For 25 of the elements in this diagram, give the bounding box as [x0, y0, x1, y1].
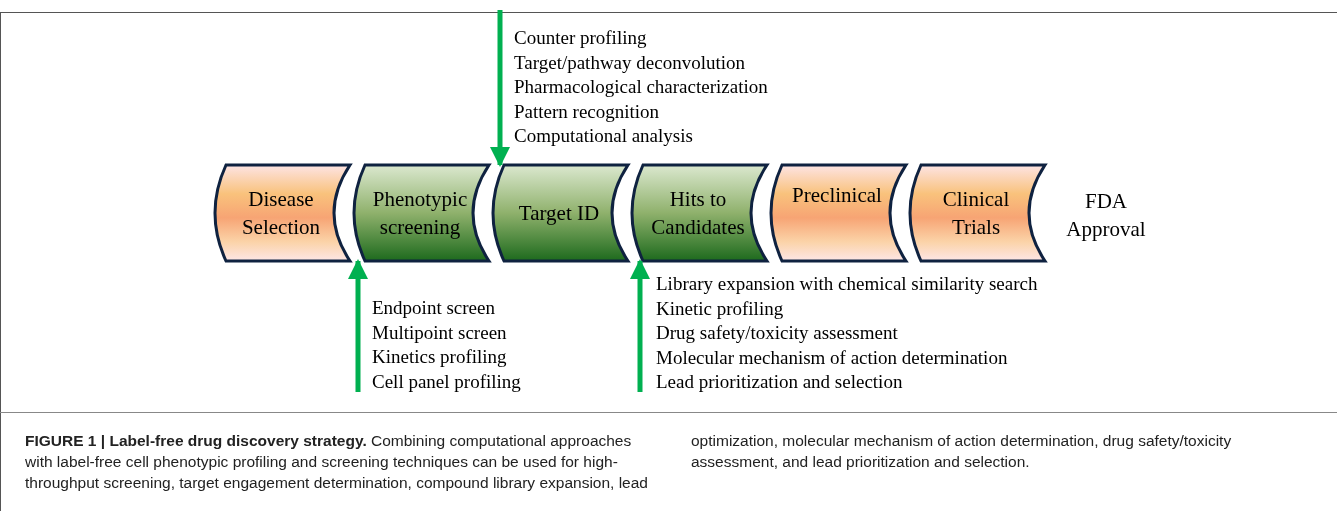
stage-segment: Disease Selection: [212, 163, 352, 263]
list-item: Counter profiling: [514, 26, 648, 50]
list-item: Endpoint screen: [372, 296, 496, 320]
arrow: [630, 259, 650, 392]
stage-segment: Preclinical: [768, 163, 908, 263]
list-item: Drug safety/toxicity assessment: [656, 321, 899, 345]
list-item: Kinetic profiling: [656, 296, 785, 321]
list-item: Kinetics profiling: [372, 345, 508, 369]
list-item: Cell panel profiling: [372, 369, 521, 394]
stage-segment: Clinical Trials: [907, 163, 1047, 263]
stage-text: FDA Approval: [1052, 185, 1162, 245]
arrow: [348, 259, 368, 392]
list-item: Target/pathway deconvolution: [514, 50, 746, 75]
list-item: Pharmacological characterization: [514, 75, 768, 99]
stage-segment: Hits to Candidates: [629, 163, 769, 263]
list-item: Multipoint screen: [372, 320, 508, 345]
list-item: Library expansion with chemical similarity search: [656, 272, 1038, 296]
stage-segment: Phenotypic screening: [351, 163, 491, 263]
list-item: Pattern recognition: [514, 99, 661, 124]
list-item: Molecular mechanism of action determination: [656, 345, 1009, 370]
stage-segment: Target ID: [490, 163, 630, 263]
list-item: Computational analysis: [514, 124, 694, 148]
figure-caption: FIGURE 1 | Label-free drug discovery strategy. Combining computational approaches with label-free cell phenotypic profiling and screening techniques can be used for high-throughput screening, target engagement determination, compound library expansion, lead optimization, molecular mechanism of action determination, drug safety/toxicity assessment, and lead prioritization and selection.: [25, 431, 1233, 493]
arrow: [490, 10, 510, 167]
list-item: Lead prioritization and selection: [656, 370, 904, 394]
